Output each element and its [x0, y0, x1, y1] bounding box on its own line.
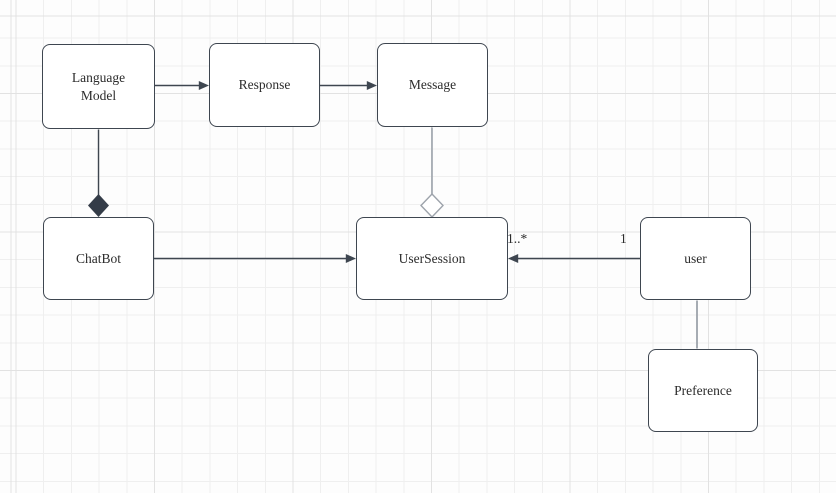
- node-label: ChatBot: [75, 250, 121, 266]
- node-language-model[interactable]: Language Model: [42, 44, 155, 129]
- node-response[interactable]: Response: [209, 43, 320, 127]
- node-label: user: [684, 250, 707, 266]
- edge-response-message[interactable]: [320, 81, 377, 90]
- aggregation-diamond-icon: [420, 192, 444, 219]
- edge-user-usersession[interactable]: [508, 254, 640, 263]
- arrowhead-icon: [345, 254, 356, 263]
- edge-chatbot-usersession[interactable]: [154, 254, 356, 263]
- arrowhead-icon: [198, 81, 209, 90]
- node-preference[interactable]: Preference: [648, 349, 758, 432]
- arrowhead-icon: [366, 81, 377, 90]
- node-user-session[interactable]: UserSession: [356, 217, 508, 300]
- node-user[interactable]: user: [640, 217, 751, 300]
- node-label: Language Model: [71, 69, 126, 103]
- multiplicity-label-usersession-end: 1..*: [507, 231, 528, 246]
- multiplicity-label-user-end: 1: [620, 231, 627, 246]
- arrowhead-icon: [508, 254, 519, 263]
- node-label: UserSession: [398, 250, 466, 266]
- edge-languagemodel-response[interactable]: [155, 81, 209, 90]
- node-label: Preference: [674, 382, 732, 398]
- composition-diamond-icon: [88, 194, 109, 217]
- node-label: Message: [408, 77, 457, 93]
- node-chatbot[interactable]: ChatBot: [43, 217, 154, 300]
- edge-languagemodel-chatbot-composition[interactable]: [88, 129, 109, 218]
- node-message[interactable]: Message: [377, 43, 488, 127]
- node-label: Response: [238, 77, 291, 93]
- edge-message-usersession-aggregation[interactable]: [420, 127, 444, 219]
